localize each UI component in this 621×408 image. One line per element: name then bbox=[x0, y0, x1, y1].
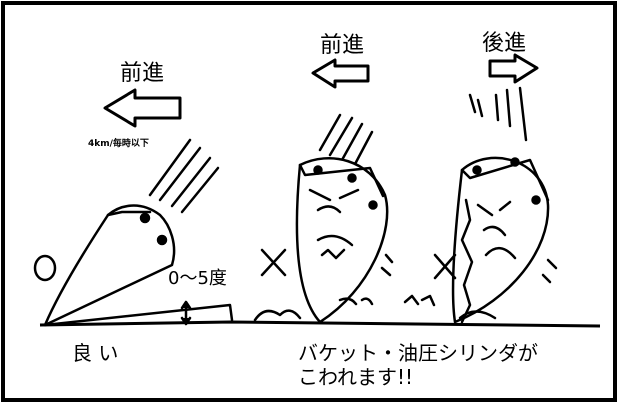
bucket-good-illustration bbox=[33, 138, 234, 327]
label-warning-line1: バケット・油圧シリンダが bbox=[298, 341, 538, 365]
label-reverse: 後進 bbox=[482, 31, 526, 56]
arrow-mid-forward-icon bbox=[311, 58, 370, 89]
label-good: 良 い bbox=[72, 341, 118, 365]
label-angle: 0～5度 bbox=[168, 268, 227, 289]
outer-border bbox=[1, 1, 617, 402]
bucket-broken-forward-illustration bbox=[253, 113, 394, 324]
label-warning-line2: こわれます!! bbox=[298, 365, 413, 389]
arrow-left-forward-icon bbox=[103, 88, 182, 128]
label-forward-mid: 前進 bbox=[320, 33, 364, 58]
arrow-reverse-icon bbox=[488, 53, 539, 84]
label-speed-note: 4km/毎時以下 bbox=[88, 137, 149, 149]
bucket-broken-reverse-illustration bbox=[403, 86, 558, 324]
ground-line bbox=[39, 320, 601, 328]
label-forward-left: 前進 bbox=[120, 61, 164, 86]
